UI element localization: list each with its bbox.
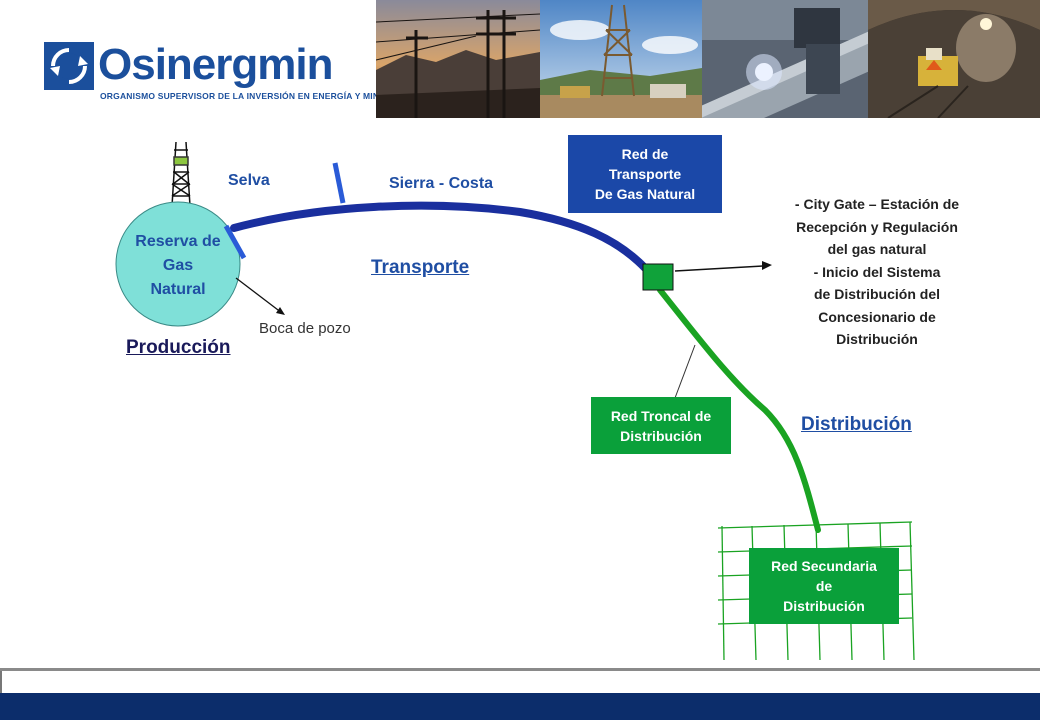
gas-reserve-label: Reserva de Gas Natural <box>118 230 238 302</box>
secondary-network-box: Red Secundaria de Distribución <box>749 548 899 624</box>
transport-network-line: De Gas Natural <box>594 186 696 202</box>
transport-heading: Transporte <box>371 257 470 278</box>
gas-reserve-label-line: Gas <box>162 257 194 274</box>
city-gate-note-line: Distribución <box>836 331 918 347</box>
gas-reserve-label-line: Reserva de <box>135 233 221 250</box>
trunk-network-box: Red Troncal de Distribución <box>591 397 731 454</box>
gas-reserve-label-line: Natural <box>150 281 206 298</box>
osinergmin-logo-icon <box>44 42 94 90</box>
sierra-costa-label: Sierra - Costa <box>389 175 494 192</box>
logo-tagline: ORGANISMO SUPERVISOR DE LA INVERSIÓN EN … <box>100 91 401 101</box>
trunk-network-line: Distribución <box>620 427 702 444</box>
city-gate-box <box>642 263 674 291</box>
secondary-network-line: Red Secundaria <box>771 558 877 574</box>
production-heading: Producción <box>126 337 231 358</box>
secondary-network-line: de <box>815 578 833 594</box>
footer-divider <box>0 668 1040 671</box>
sierra-costa-marker <box>332 162 346 204</box>
transport-network-line: Red de <box>621 146 669 162</box>
transport-network-box: Red de Transporte De Gas Natural <box>568 135 722 213</box>
city-gate-note-line: del gas natural <box>827 241 927 257</box>
trunk-leader-line <box>674 344 696 399</box>
secondary-network-line: Distribución <box>783 598 865 614</box>
distribution-heading: Distribución <box>801 414 912 435</box>
power-lines-photo <box>376 0 540 118</box>
city-gate-note-line: - Inicio del Sistema <box>813 263 941 280</box>
footer-band <box>0 693 1040 720</box>
transport-pipeline <box>230 201 649 272</box>
gas-reserve-circle <box>115 201 241 327</box>
city-gate-note-line: Concesionario de <box>818 308 936 325</box>
pipeline-welding-photo <box>702 0 868 118</box>
distribution-pipeline <box>657 287 821 533</box>
selva-label: Selva <box>228 172 270 189</box>
city-gate-note: - City Gate – Estación de Recepción y Re… <box>772 193 982 351</box>
derrick-icon <box>168 141 194 208</box>
selva-marker <box>223 224 247 260</box>
trunk-network-line: Red Troncal de <box>610 407 712 424</box>
drilling-rig-photo <box>540 0 702 118</box>
city-gate-note-line: Recepción y Regulación <box>796 218 958 235</box>
mining-tunnel-photo <box>868 0 1040 118</box>
transport-network-line: Transporte <box>608 166 682 182</box>
wellhead-arrow <box>235 277 283 314</box>
wellhead-label: Boca de pozo <box>259 320 351 337</box>
header: Osinergmin ORGANISMO SUPERVISOR DE LA IN… <box>0 0 1040 120</box>
city-gate-note-line: de Distribución del <box>813 286 940 302</box>
logo-wordmark: Osinergmin <box>98 40 333 89</box>
city-gate-note-line: - City Gate – Estación de <box>794 196 960 212</box>
city-gate-arrow <box>674 265 765 272</box>
footer-band-light <box>0 671 1040 693</box>
